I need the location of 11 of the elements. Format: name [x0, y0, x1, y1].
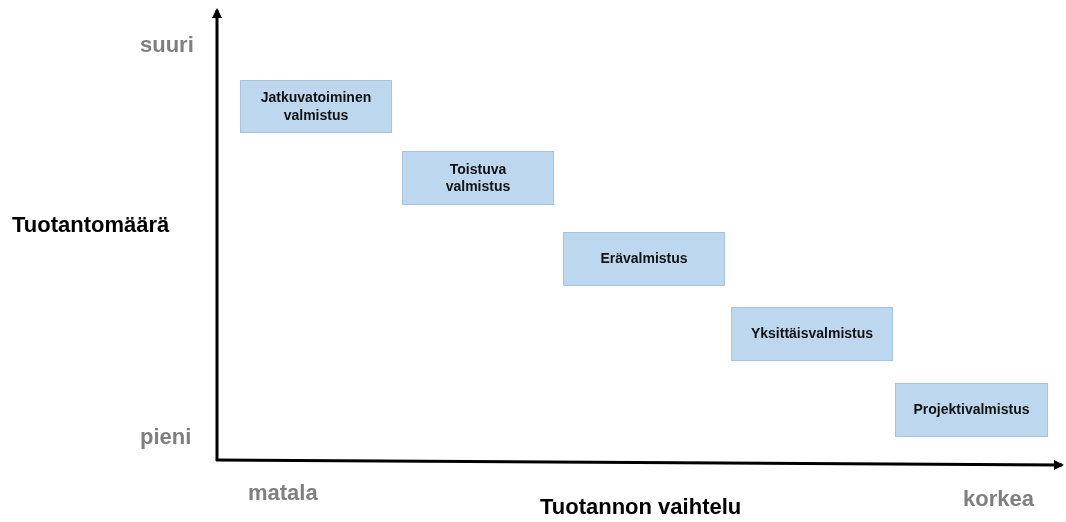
axis-tick-label: suuri	[140, 32, 194, 58]
process-box: Jatkuvatoiminen valmistus	[240, 80, 392, 133]
axis-title: Tuotantomäärä	[12, 212, 170, 238]
axis-title: Tuotannon vaihtelu	[540, 494, 742, 520]
process-box: Erävalmistus	[563, 232, 725, 286]
axis-tick-label: pieni	[140, 424, 192, 450]
axis-tick-label: korkea	[963, 486, 1034, 512]
axis-tick-label: matala	[248, 480, 318, 506]
process-box: Toistuva valmistus	[402, 151, 554, 205]
process-box: Yksittäisvalmistus	[731, 307, 893, 361]
process-box: Projektivalmistus	[895, 383, 1048, 437]
